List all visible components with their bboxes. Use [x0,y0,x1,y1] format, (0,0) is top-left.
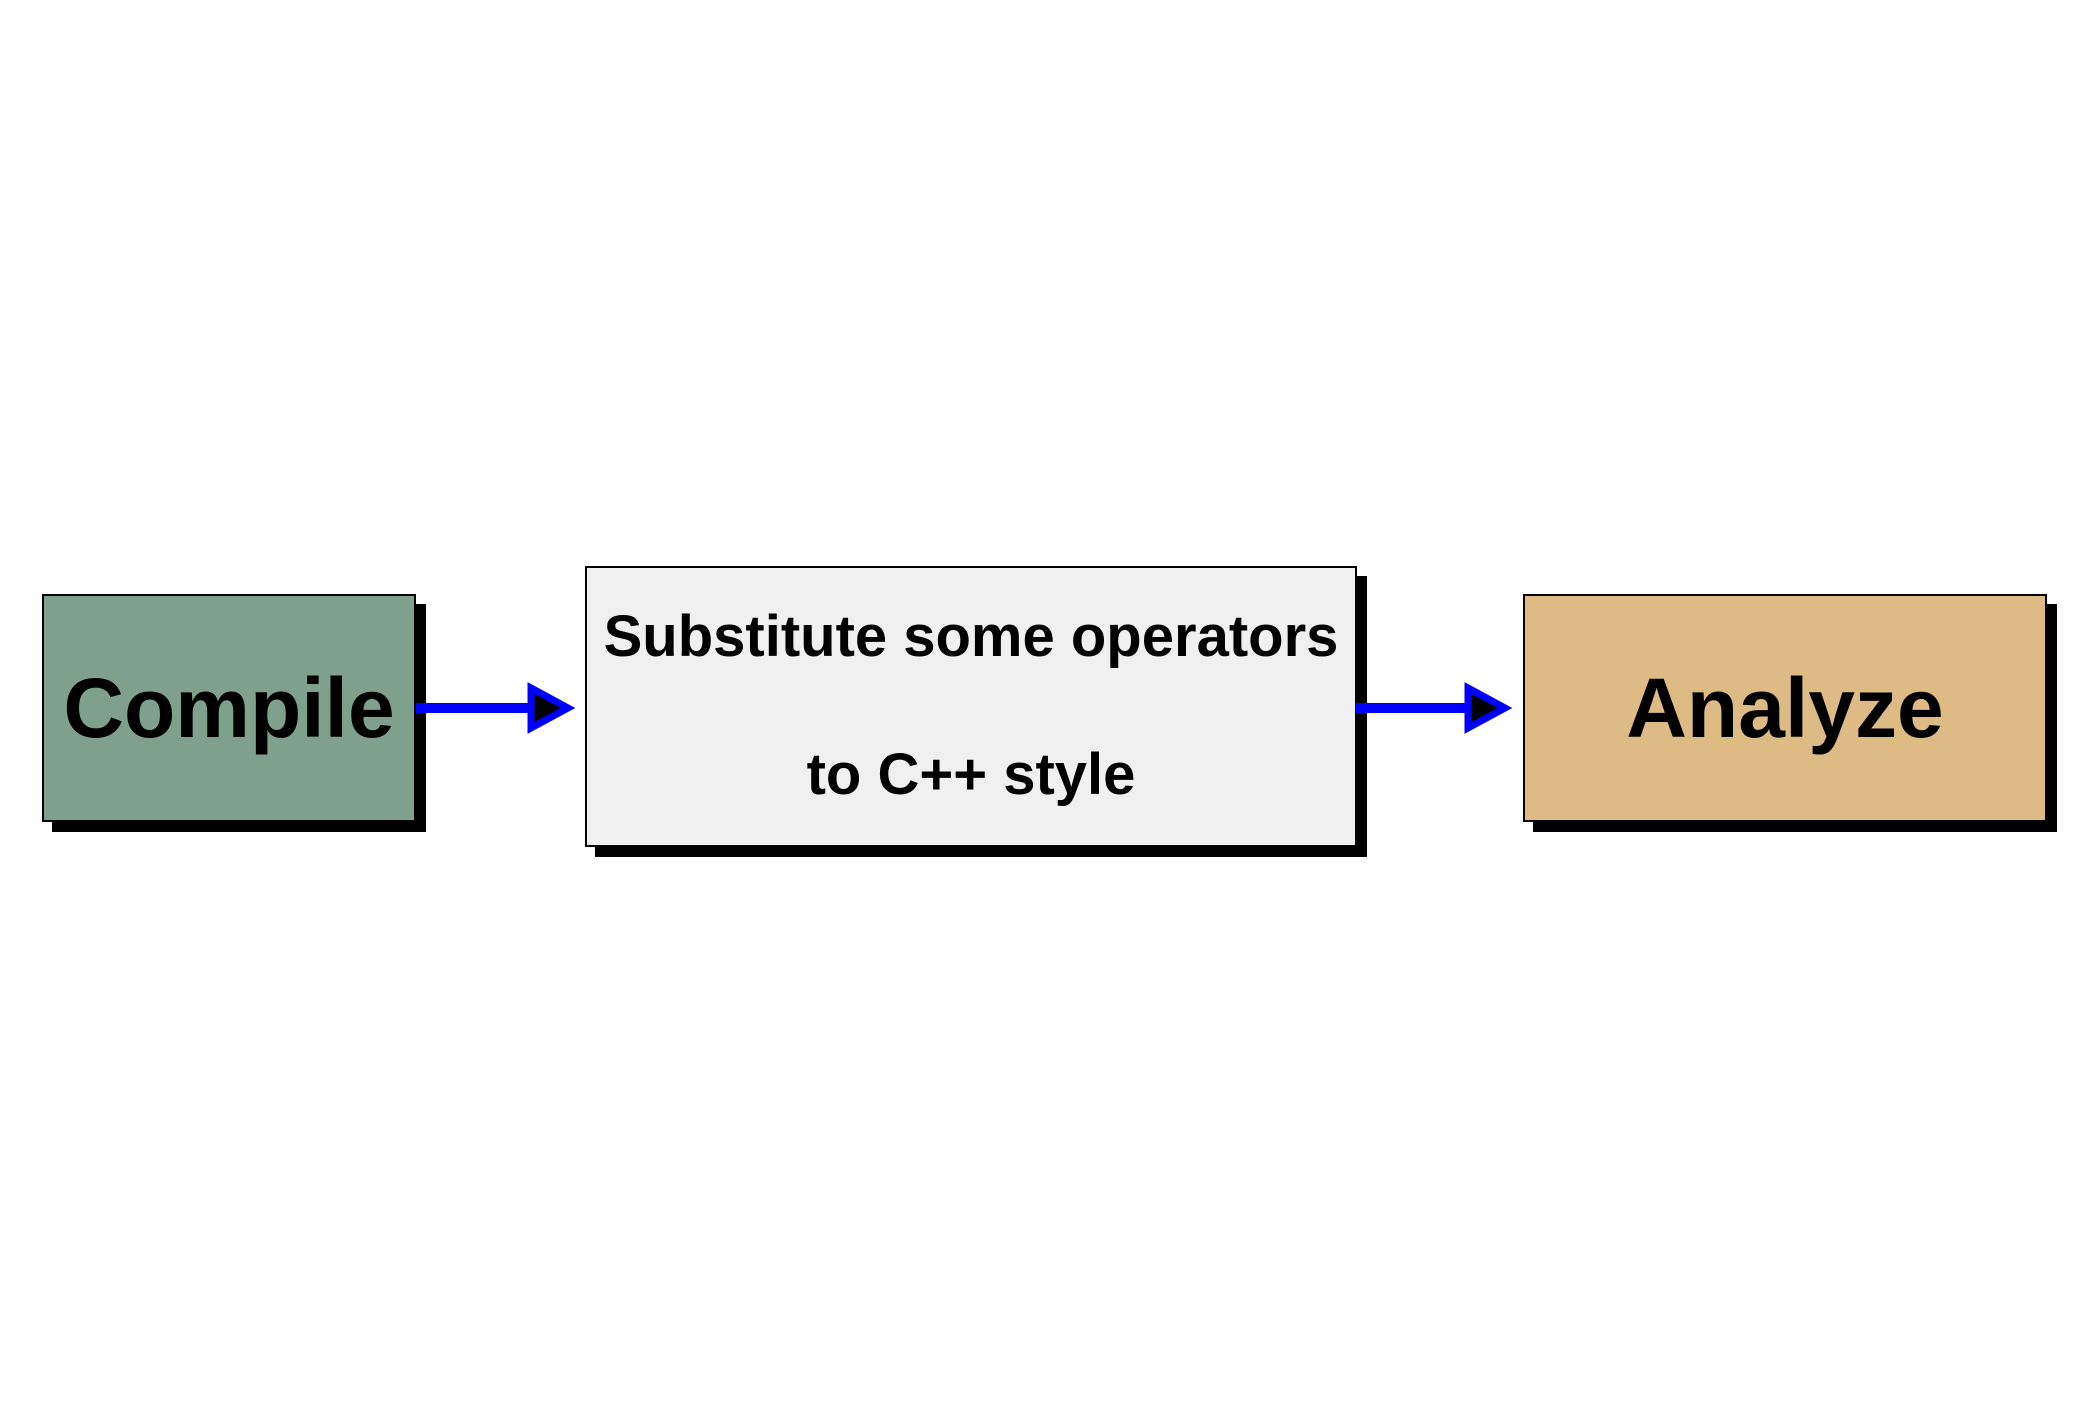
node-substitute-operators: Substitute some operators to C++ style [585,566,1357,847]
node-substitute-label-line1: Substitute some operators [603,603,1339,669]
node-compile: Compile [42,594,416,822]
node-compile-label: Compile [63,660,395,755]
node-substitute-label-line2: to C++ style [806,742,1136,808]
arrow-compile-to-substitute [416,682,576,734]
arrowhead-icon [1464,682,1513,734]
node-analyze-label: Analyze [1626,660,1944,755]
arrow-substitute-to-analyze [1356,682,1513,734]
node-analyze: Analyze [1523,594,2047,822]
arrowhead-icon [527,682,576,734]
